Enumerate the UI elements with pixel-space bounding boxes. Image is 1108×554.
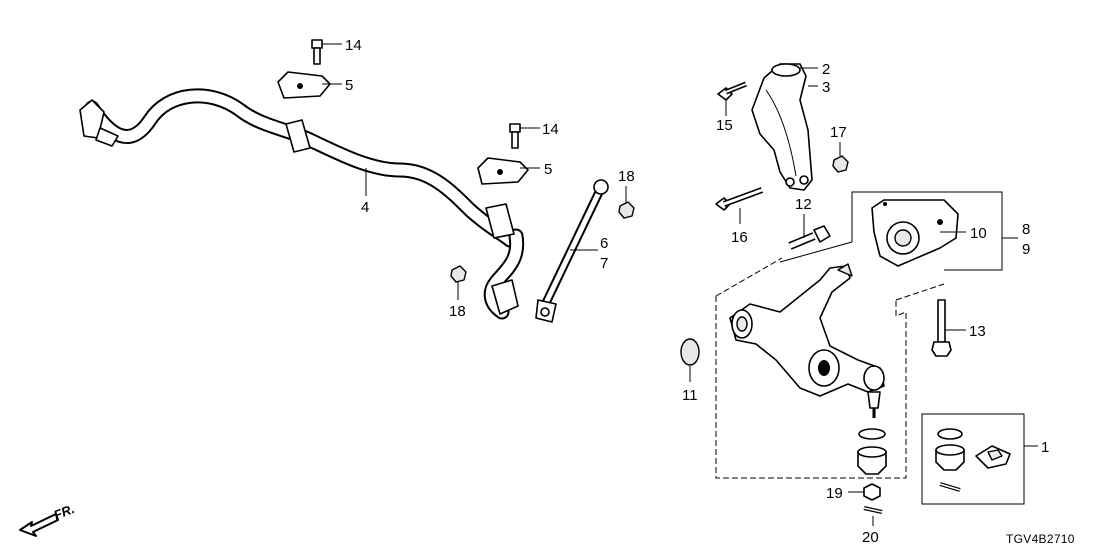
- bolt-15: [717, 81, 747, 101]
- callout-4: 4: [361, 199, 369, 216]
- callout-8: 8: [1022, 221, 1030, 238]
- front-direction-marker: FR.: [19, 501, 77, 537]
- callout-6: 6: [600, 235, 608, 252]
- callout-12: 12: [795, 196, 812, 213]
- front-arrow-icon: [19, 513, 59, 537]
- lower-arm-outline: [715, 257, 907, 479]
- stabilizer-link: [535, 179, 609, 323]
- callout-15: 15: [716, 117, 733, 134]
- callout-18-left: 18: [449, 303, 466, 320]
- holder-5-upper: [277, 71, 331, 99]
- bolt-12: [788, 225, 831, 250]
- nut-18-right: [618, 201, 635, 219]
- leader-lines: [322, 43, 1038, 526]
- bolt-14-lower: [509, 123, 521, 149]
- bushing-outline: [779, 191, 1003, 271]
- callout-20: 20: [862, 529, 879, 546]
- callout-13: 13: [969, 323, 986, 340]
- callout-2: 2: [822, 61, 830, 78]
- ball-joint-boot: [857, 428, 887, 475]
- kit-box: [921, 413, 1025, 505]
- callout-1: 1: [1041, 439, 1049, 456]
- callout-labels: 14 5 14 5 4 18 18 6 7 2 3 15 17 16 12 10…: [345, 37, 1049, 546]
- clip-20: [863, 506, 883, 514]
- washer-11: [680, 338, 700, 366]
- callout-17: 17: [830, 124, 847, 141]
- nut-17: [832, 155, 849, 173]
- callout-14-upper: 14: [345, 37, 362, 54]
- callout-18-right: 18: [618, 168, 635, 185]
- callout-19: 19: [826, 485, 843, 502]
- diagram-code: TGV4B2710: [1006, 532, 1075, 546]
- callout-11: 11: [682, 387, 698, 404]
- front-label: FR.: [52, 501, 77, 523]
- holder-5-lower: [477, 157, 529, 185]
- callout-9: 9: [1022, 241, 1030, 258]
- ball-joint-kit: [935, 428, 1011, 492]
- nut-19: [863, 483, 881, 501]
- callout-7: 7: [600, 255, 608, 272]
- callout-5-lower: 5: [544, 161, 552, 178]
- knuckle: [751, 63, 813, 191]
- compliance-bushing: [871, 199, 959, 267]
- stabilizer-bar: [79, 88, 525, 320]
- nut-18-left: [450, 265, 467, 283]
- callout-10: 10: [970, 225, 987, 242]
- bolt-13: [931, 299, 952, 357]
- bushing-outline-link: [895, 283, 945, 301]
- callout-16: 16: [731, 229, 748, 246]
- callout-14-lower: 14: [542, 121, 559, 138]
- bolt-14-upper: [311, 39, 323, 65]
- callout-3: 3: [822, 79, 830, 96]
- lower-control-arm: [729, 263, 885, 418]
- bolt-16: [715, 187, 764, 211]
- callout-5-upper: 5: [345, 77, 353, 94]
